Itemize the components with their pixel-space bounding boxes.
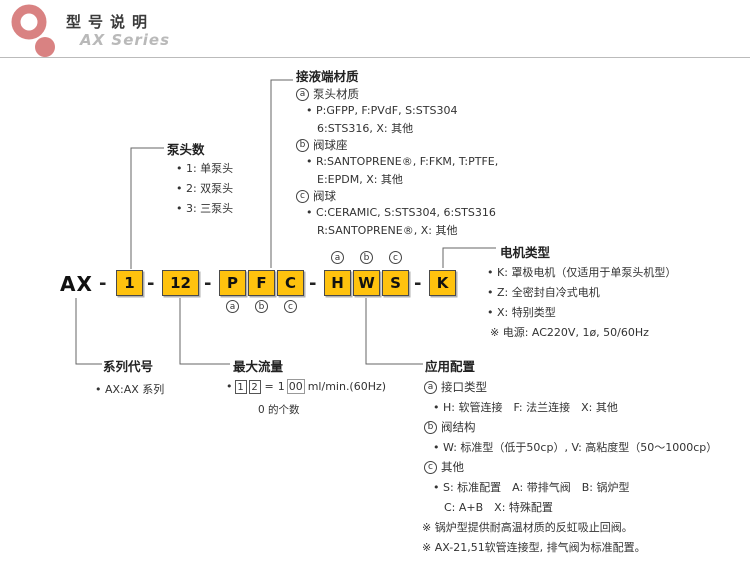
circle-c-icon: c [424, 460, 437, 474]
zero-count-note: 0 的个数 [258, 404, 300, 416]
hws-marker-a-icon: a [331, 251, 344, 264]
model-box-valve-seat: F [248, 270, 275, 296]
model-box-pump-count: 1 [116, 270, 143, 296]
model-box-port-type: H [324, 270, 351, 296]
wetted-c-line2: R:SANTOPRENE®, X: 其他 [317, 224, 458, 237]
motor-item: • K: 罩极电机（仅适用于单泵头机型） [487, 266, 677, 279]
app-note-hose: ※ AX-21,51软管连接型, 排气阀为标准配置。 [422, 541, 646, 554]
formula-unit: ml/min.(60Hz) [307, 380, 387, 393]
model-box-motor: K [429, 270, 456, 296]
brand-logo-icon [11, 4, 55, 57]
model-box-flow: 12 [162, 270, 199, 296]
wetted-c-row: c 阀球 [296, 188, 336, 204]
application-config-title: 应用配置 [425, 359, 476, 374]
app-c-line2: C: A+B X: 特殊配置 [444, 501, 553, 514]
model-separator: - [99, 273, 107, 294]
pfc-marker-b-icon: b [255, 300, 268, 313]
formula-value-zeros: 00 [286, 379, 305, 394]
app-c-label: 其他 [441, 460, 464, 474]
app-c-line1: • S: 标准配置 A: 带排气阀 B: 锅炉型 [433, 481, 630, 494]
pump-heads-item: • 1: 单泵头 [176, 162, 234, 175]
wetted-materials-title: 接液端材质 [296, 69, 359, 84]
model-box-config: S [382, 270, 409, 296]
series-subtitle: AX Series [80, 31, 171, 49]
wetted-a-line2: 6:STS316, X: 其他 [317, 122, 414, 135]
model-box-valve-ball: C [277, 270, 304, 296]
app-a-label: 接口类型 [441, 380, 487, 394]
motor-item: • X: 特别类型 [487, 306, 556, 319]
pump-heads-item: • 3: 三泵头 [176, 202, 234, 215]
model-box-head-material: P [219, 270, 246, 296]
formula-digit2: 2 [248, 379, 261, 394]
motor-power-note: ※ 电源: AC220V, 1ø, 50/60Hz [490, 326, 649, 339]
hws-marker-c-icon: c [389, 251, 402, 264]
model-separator: - [414, 273, 422, 294]
max-flow-formula: • 1 2 = 1 00 ml/min.(60Hz) [226, 379, 386, 394]
model-separator: - [147, 273, 155, 294]
series-code-title: 系列代号 [103, 359, 154, 374]
circle-b-icon: b [296, 138, 309, 152]
header-divider [0, 57, 750, 58]
wetted-b-line2: E:EPDM, X: 其他 [317, 173, 403, 186]
wetted-b-label: 阀球座 [313, 138, 348, 152]
wetted-a-label: 泵头材质 [313, 87, 359, 101]
app-b-label: 阀结构 [441, 420, 476, 434]
model-prefix: AX [60, 272, 93, 296]
motor-item: • Z: 全密封自冷式电机 [487, 286, 600, 299]
pfc-marker-a-icon: a [226, 300, 239, 313]
pump-heads-title: 泵头数 [167, 142, 205, 157]
hws-marker-b-icon: b [360, 251, 373, 264]
wetted-a-row: a 泵头材质 [296, 86, 359, 102]
formula-value-head: 1 [277, 380, 285, 393]
page-title: 型号说明 [66, 13, 155, 31]
model-box-valve-structure: W [353, 270, 380, 296]
wetted-c-line1: • C:CERAMIC, S:STS304, 6:STS316 [306, 206, 496, 219]
app-b-line: • W: 标准型（低于50cp）, V: 高粘度型（50～1000cp） [433, 441, 718, 454]
formula-bullet: • [226, 380, 233, 393]
motor-type-title: 电机类型 [500, 245, 551, 260]
model-separator: - [204, 273, 212, 294]
circle-a-icon: a [296, 87, 309, 101]
formula-equals: = [264, 380, 274, 393]
circle-a-icon: a [424, 380, 437, 394]
app-c-row: c 其他 [424, 459, 464, 475]
app-b-row: b 阀结构 [424, 419, 476, 435]
wetted-b-line1: • R:SANTOPRENE®, F:FKM, T:PTFE, [306, 155, 499, 168]
wetted-a-line1: • P:GFPP, F:PVdF, S:STS304 [306, 104, 458, 117]
app-a-row: a 接口类型 [424, 379, 487, 395]
pfc-marker-c-icon: c [284, 300, 297, 313]
circle-c-icon: c [296, 189, 309, 203]
app-a-line: • H: 软管连接 F: 法兰连接 X: 其他 [433, 401, 618, 414]
max-flow-title: 最大流量 [233, 359, 284, 374]
app-note-boiler: ※ 锅炉型提供耐高温材质的反虹吸止回阀。 [422, 521, 633, 534]
series-code-item: • AX:AX 系列 [95, 383, 165, 396]
circle-b-icon: b [424, 420, 437, 434]
wetted-c-label: 阀球 [313, 189, 336, 203]
pump-heads-item: • 2: 双泵头 [176, 182, 234, 195]
model-separator: - [309, 273, 317, 294]
formula-digit1: 1 [234, 379, 247, 394]
wetted-b-row: b 阀球座 [296, 137, 348, 153]
